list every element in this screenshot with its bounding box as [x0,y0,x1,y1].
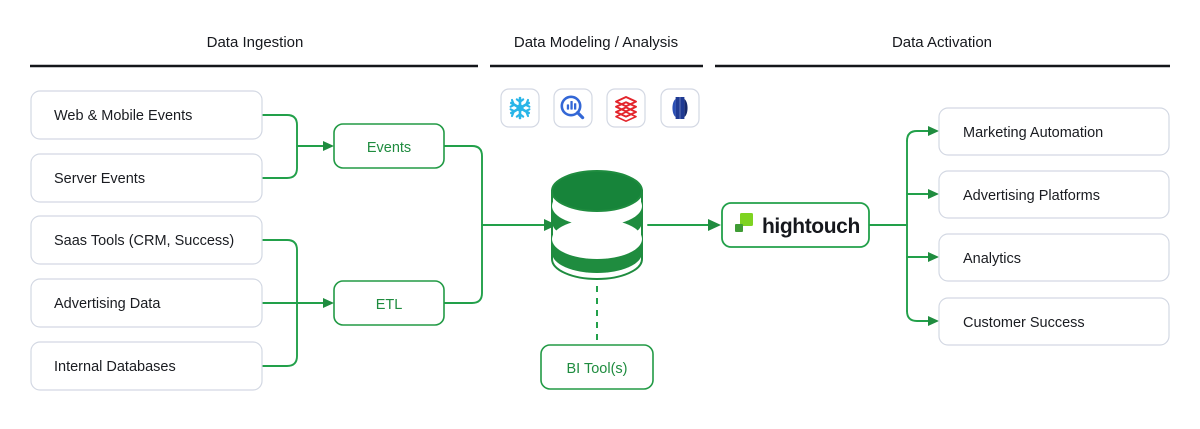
section-header-activation: Data Activation [715,34,1170,68]
bi-tool-label: BI Tool(s) [567,361,628,377]
section-header-modeling: Data Modeling / Analysis [490,34,703,68]
destination-box-customer-success[interactable]: Customer Success [938,297,1170,346]
destination-box-analytics[interactable]: Analytics [938,233,1170,282]
warehouse-icon-tile-snowflake[interactable] [500,88,540,128]
source-label: Server Events [54,171,145,187]
connector-group-etl [261,239,334,367]
arrow-head-dest-1 [928,126,939,136]
redshift-icon [672,97,688,119]
section-title-ingestion: Data Ingestion [207,34,304,51]
source-box-web-mobile-events[interactable]: Web & Mobile Events [30,90,263,140]
bi-tool-box[interactable]: BI Tool(s) [540,344,654,390]
source-box-advertising-data[interactable]: Advertising Data [30,278,263,328]
connector-group-warehouse [443,145,557,304]
connector-pipelines-to-warehouse-bracket [443,145,483,304]
bigquery-icon [560,95,585,120]
connector-dest-4-elbow [906,310,929,322]
arrow-head-hightouch [708,219,721,231]
hightouch-logo-mark [735,213,753,232]
data-warehouse-cylinder [551,170,643,280]
arrow-head-warehouse [544,219,557,231]
warehouse-icon-tile-databricks[interactable] [606,88,646,128]
destination-label: Marketing Automation [963,125,1103,141]
source-box-server-events[interactable]: Server Events [30,153,263,203]
arrow-head-etl [323,298,334,308]
source-box-internal-databases[interactable]: Internal Databases [30,341,263,391]
destination-box-marketing-automation[interactable]: Marketing Automation [938,107,1170,156]
section-title-activation: Data Activation [892,34,992,51]
hightouch-wordmark: hightouch [762,215,860,238]
source-label: Internal Databases [54,359,176,375]
warehouse-icon-tile-redshift[interactable] [660,88,700,128]
section-header-ingestion: Data Ingestion [30,34,478,68]
arrow-head-dest-3 [928,252,939,262]
connector-group-destinations [868,126,939,326]
connector-dest-1-elbow [906,130,929,142]
pipeline-label: ETL [376,297,403,313]
arrow-head-events [323,141,334,151]
arrow-head-dest-4 [928,316,939,326]
connector-group-hightouch [647,219,721,231]
cylinder-top-cap [552,171,642,211]
source-label: Advertising Data [54,296,161,312]
cylinder-top-rim [551,170,643,212]
destination-label: Advertising Platforms [963,188,1100,204]
section-title-modeling: Data Modeling / Analysis [514,34,678,51]
pipeline-box-events[interactable]: Events [333,123,445,169]
hightouch-box[interactable]: hightouch [721,202,870,248]
snowflake-icon [509,96,531,120]
arrow-head-dest-2 [928,189,939,199]
source-box-saas-tools[interactable]: Saas Tools (CRM, Success) [30,215,263,265]
destination-box-advertising-platforms[interactable]: Advertising Platforms [938,170,1170,219]
connector-group-events [261,114,334,179]
warehouse-icon-tile-bigquery[interactable] [553,88,593,128]
pipeline-box-etl[interactable]: ETL [333,280,445,326]
destination-label: Analytics [963,251,1021,267]
source-label: Saas Tools (CRM, Success) [54,233,234,249]
destination-label: Customer Success [963,315,1085,331]
source-label: Web & Mobile Events [54,108,192,124]
databricks-icon [615,96,637,122]
connector-sources-to-events-bracket [261,114,298,179]
pipeline-label: Events [367,140,411,156]
